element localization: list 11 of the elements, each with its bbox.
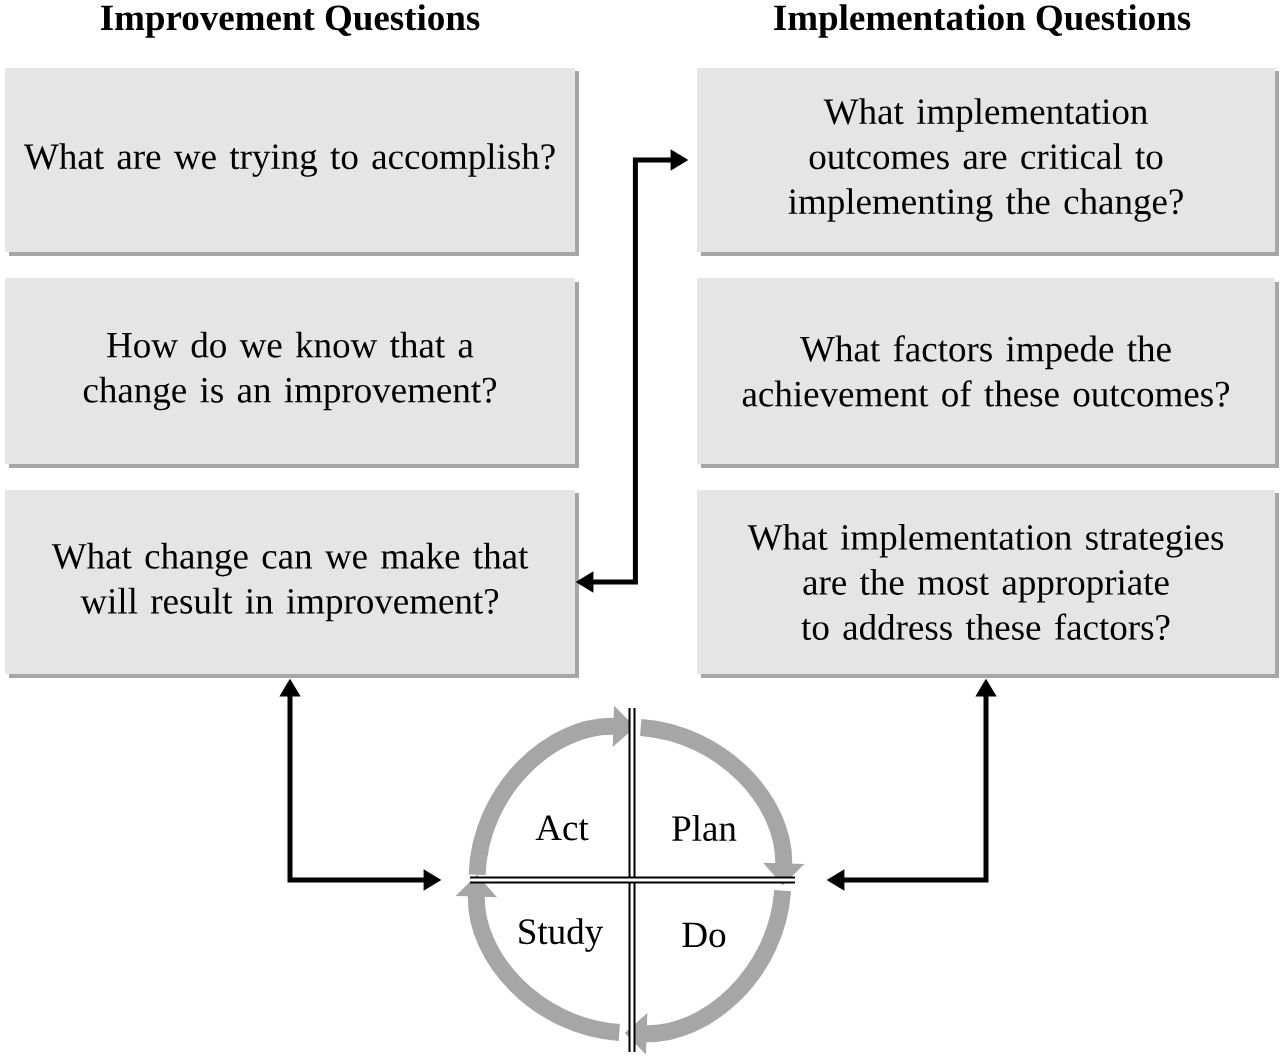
question-box: What change can we make that will result in improvement? xyxy=(5,490,579,678)
cycle-label: Act xyxy=(535,815,589,841)
question-box: What factors impede the achievement of these outcomes? xyxy=(697,278,1279,468)
question-box: How do we know that a change is an improvement? xyxy=(5,278,579,468)
question-box: What implementation outcomes are critical to implementing the change? xyxy=(697,68,1279,256)
cycle-label: Plan xyxy=(672,814,737,842)
pdsa-cycle-drawing xyxy=(455,705,805,1055)
cycle-label: Study xyxy=(519,918,604,952)
question-box: What implementation strategies are the most appropriate to address these factors? xyxy=(697,490,1279,678)
cycle-label: Do xyxy=(682,922,726,948)
question-box: What are we trying to accomplish? xyxy=(5,68,579,256)
